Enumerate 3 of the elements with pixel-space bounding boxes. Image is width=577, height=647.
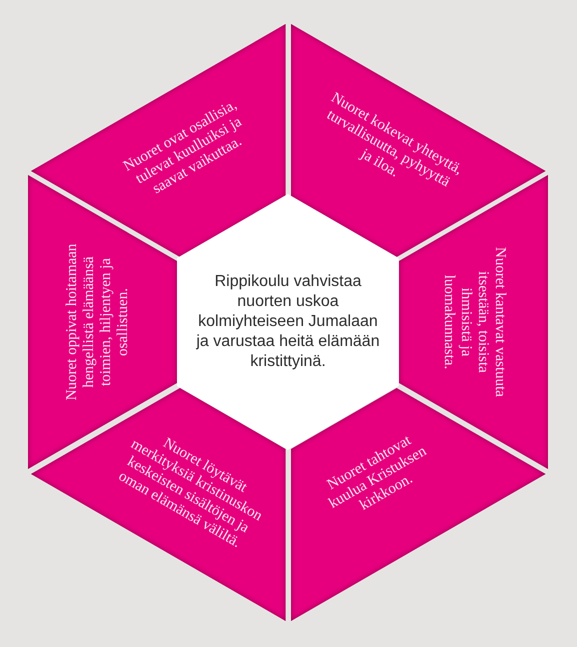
statement-text: Nuoret oppivat hoitamaan hengellistä elämäänsä toimien, hiljentyen ja osallistuen. bbox=[64, 242, 132, 402]
center-statement-text: Rippikoulu vahvistaa nuorten uskoa kolmiyhteiseen Jumalaan ja varustaa heitä elämään kristittyinä. bbox=[195, 272, 381, 372]
statement-text: Nuoret kantavat vastuuta itsestään, toisista ihmisistä ja luomakunnasta. bbox=[440, 246, 508, 397]
